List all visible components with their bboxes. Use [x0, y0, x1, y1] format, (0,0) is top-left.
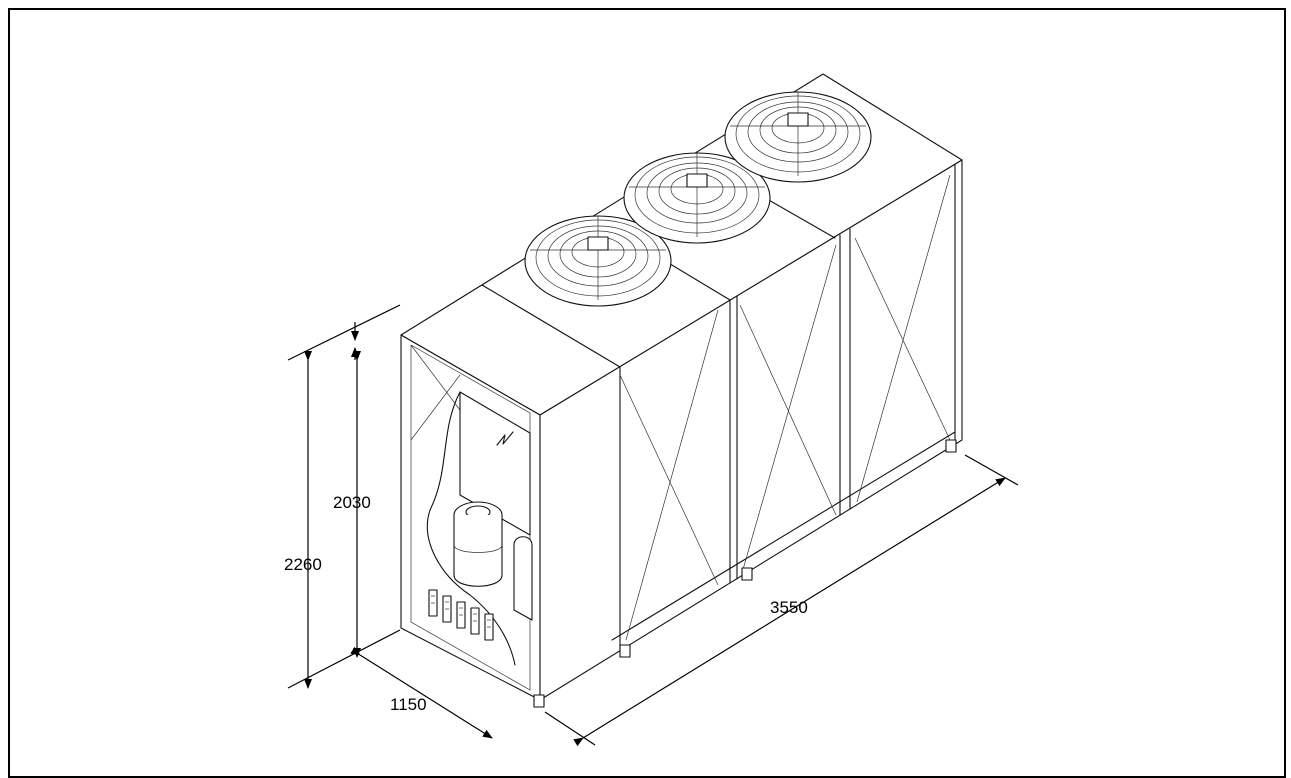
dimension-label-height-total: 2260 [284, 555, 322, 574]
compressor-compartment [426, 391, 533, 666]
dimension-height-body: 2030 [333, 322, 371, 658]
dimension-length: 3550 [544, 454, 1019, 747]
dimension-width: 1150 [350, 646, 493, 739]
dimension-height-total: 2260 [284, 304, 401, 689]
electrical-hazard-icon [496, 431, 514, 446]
fan-icon [724, 91, 872, 183]
dimension-label-width: 1150 [390, 695, 427, 714]
fan-icon [623, 152, 771, 244]
fan-icon [524, 215, 672, 307]
dimension-label-length: 3550 [770, 598, 808, 617]
compressor-icon [453, 501, 503, 587]
dimension-label-height-body: 2030 [333, 493, 371, 512]
